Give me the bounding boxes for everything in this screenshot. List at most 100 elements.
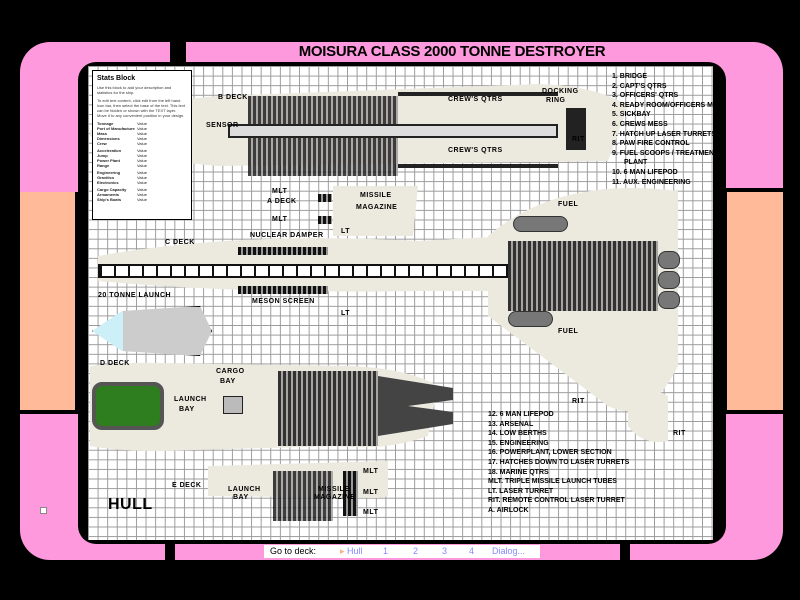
a-deck-launchers [318,194,332,202]
stats-label: Power Plant [97,158,120,163]
stats-label: Tonnage [97,121,114,126]
stats-value: Value [137,136,147,141]
fuel-tank-bottom [508,311,553,327]
nav-link-hull[interactable]: Hull [347,546,363,556]
legend-bottom: 12. 6 MAN LIFEPOD 13. ARSENAL 14. LOW BE… [488,410,648,516]
nav-link-deck-2[interactable]: 2 [413,546,419,556]
legend-item: 16. POWERPLANT, LOWER SECTION [488,449,612,457]
stats-label: Port of Manufacture [97,126,135,131]
fuel-label-2: FUEL [558,328,579,335]
legend-item: 3. OFFICERS' QTRS [612,92,679,100]
d-deck-machinery [278,371,378,446]
stats-row: Mass Value [97,131,187,136]
legend-item: 9. FUEL SCOOPS / TREATMENT [612,149,713,157]
e-mlt-label-1: MLT [363,468,379,475]
stats-label: Gravitics [97,175,115,180]
thumbnail-icon[interactable] [40,507,47,514]
rit-label-3: RIT [673,430,686,437]
c-deck-engineering [508,241,658,311]
c-deck-tank-3 [658,291,680,309]
e-missile-label: MISSILE [318,486,350,493]
stats-label: Range [97,163,110,168]
stats-value: Value [137,175,147,180]
fuel-tank-top [513,216,568,232]
d-deck-launch-craft [92,382,164,430]
nuclear-damper [238,247,328,255]
c-deck-tank-1 [658,251,680,269]
meson-screen [238,286,328,294]
c-deck-spine [98,264,508,278]
stats-row: Tonnage Value [97,121,187,126]
crew-qtrs-label-2: CREW'S QTRS [448,147,503,154]
a-deck-label: A DECK [267,198,297,205]
nuclear-damper-label: NUCLEAR DAMPER [250,232,324,239]
lt-label-2: LT [341,310,351,317]
rit-label-2: RIT [572,398,585,405]
legend-item: PLANT [624,159,648,167]
meson-screen-label: MESON SCREEN [252,298,315,305]
legend-item: 5. SICKBAY [612,111,651,119]
d-launch-label: LAUNCH [174,396,207,403]
d-deck-label: D DECK [100,360,130,367]
lt-label-1: LT [341,228,351,235]
legend-item: RIT. REMOTE CONTROL LASER TURRET [488,497,625,505]
stats-value: Value [137,180,147,185]
stats-label: Electronics [97,180,119,185]
docking-label: DOCKING [542,88,579,95]
legend-item: 18. MARINE QTRS [488,468,549,476]
legend-item: 1. BRIDGE [612,73,648,80]
magazine-label: MAGAZINE [356,204,398,211]
stats-value: Value [137,158,147,163]
e-deck-mlt [343,471,358,516]
nav-link-deck-4[interactable]: 4 [469,546,475,556]
e-launch-bay-label: BAY [233,494,249,501]
nav-link-dialog[interactable]: Dialog... [492,546,526,556]
stats-label: Mass [97,131,108,136]
rit-label-1: RIT [572,136,585,143]
crew-qtrs-label-1: CREW'S QTRS [448,96,503,103]
stats-label: Ship's Boats [97,197,122,202]
page-title: MOISURA CLASS 2000 TONNE DESTROYER [186,42,718,62]
launch-20t-label: 20 TONNE LAUNCH [98,292,172,299]
stats-value: Value [137,170,147,175]
deck-navigation: Go to deck: ▸ Hull 1 2 3 4 Dialog... [264,545,540,558]
nav-label: Go to deck: [270,546,317,556]
frame-left-mid [20,192,75,410]
legend-item: 4. READY ROOM/OFFICERS MESS [612,101,713,109]
stats-value: Value [137,131,147,136]
legend-item: MLT. TRIPLE MISSILE LAUNCH TUBES [488,478,617,486]
stats-value: Value [137,121,147,126]
mlt-label-1: MLT [272,188,288,195]
legend-item: 11. AUX. ENGINEERING [612,178,691,186]
legend-item: 10. 6 MAN LIFEPOD [612,168,678,176]
legend-item: 8. PAW FIRE CONTROL [612,140,690,148]
c-deck-tank-2 [658,271,680,289]
mlt-label-2: MLT [272,216,288,223]
nav-link-deck-3[interactable]: 3 [442,546,448,556]
crew-qtrs-bottom [398,164,558,168]
sensor-label: SENSOR [206,122,239,129]
missile-label: MISSILE [360,192,392,199]
rit-hull [628,392,668,442]
fuel-label-1: FUEL [558,201,579,208]
legend-item: 13. ARSENAL [488,420,534,428]
stats-instructions: To edit text content, click edit from th… [97,98,185,118]
stats-label: Engineering [97,170,121,175]
e-mlt-label-2: MLT [363,489,379,496]
legend-item: A. AIRLOCK [488,506,529,514]
e-deck-label: E DECK [172,482,202,489]
stats-value: Value [137,153,147,158]
legend-item: 14. LOW BERTHS [488,430,547,438]
legend-item: 2. CAPT'S QTRS [612,82,667,90]
nav-link-deck-1[interactable]: 1 [383,546,389,556]
legend-item: 15. ENGINEERING [488,439,549,447]
stats-value: Value [137,187,147,192]
stats-label: Armaments [97,192,120,197]
